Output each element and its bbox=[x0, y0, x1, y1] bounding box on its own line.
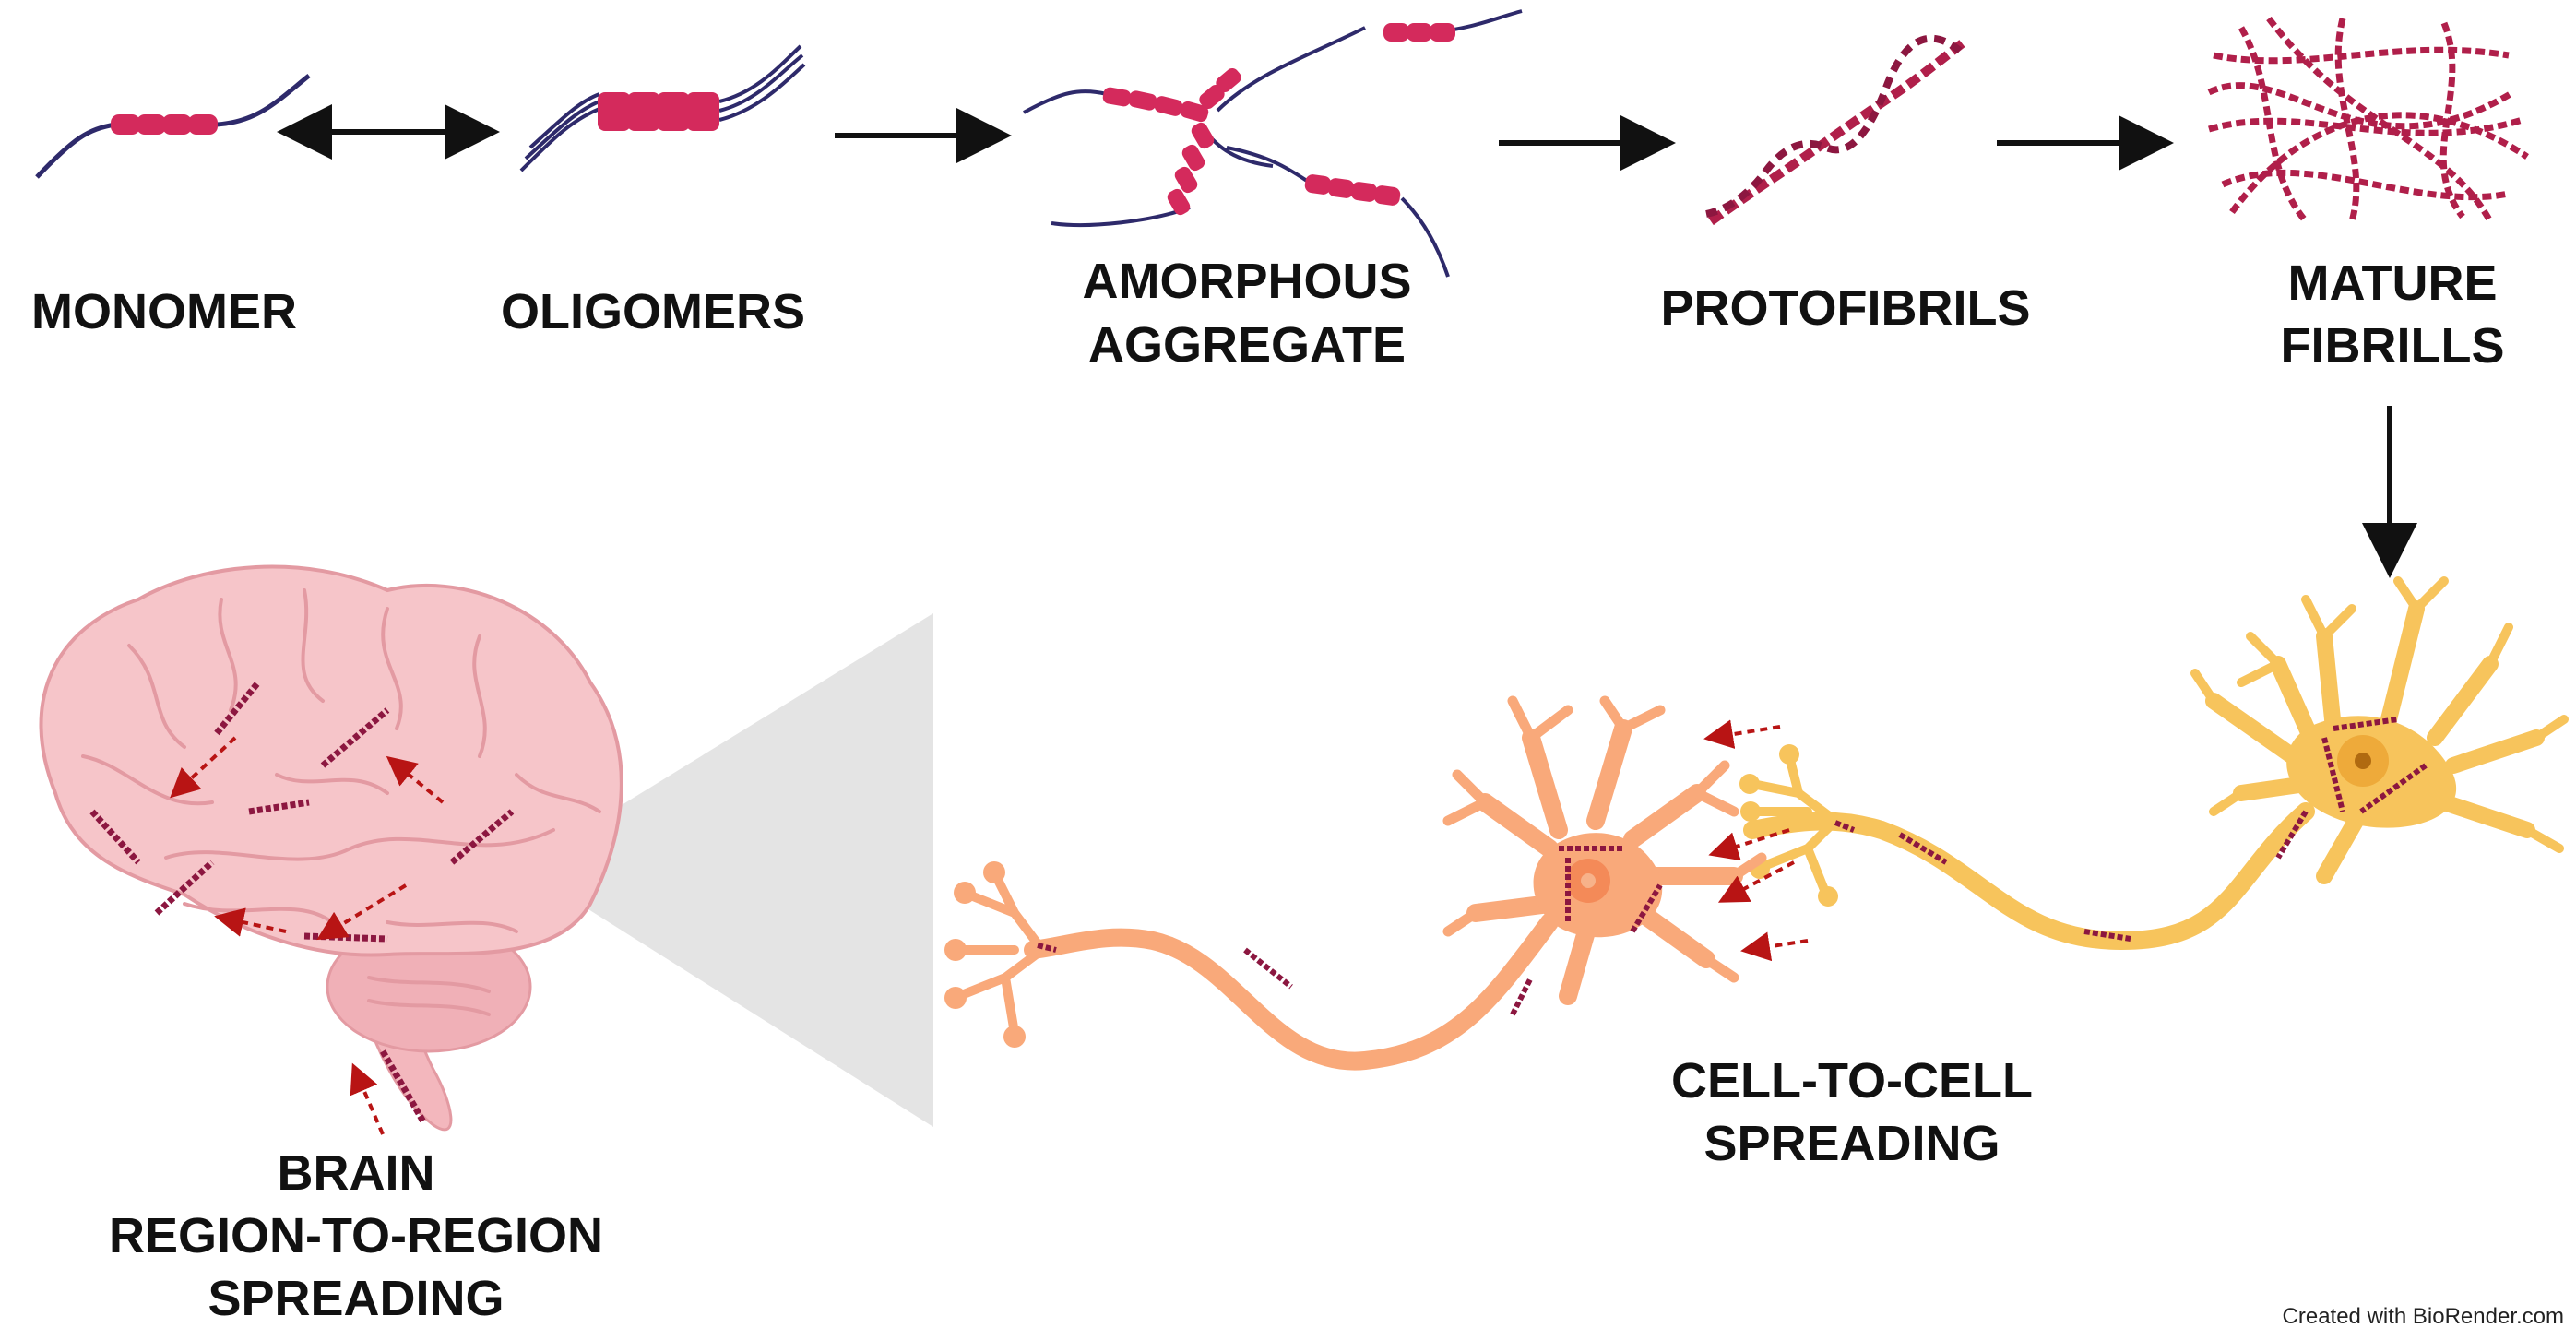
protofibrils-illustration bbox=[1705, 34, 1968, 226]
spread-arrows-cells bbox=[1703, 719, 1809, 962]
monomer-illustration bbox=[35, 74, 311, 179]
label-protofibrils: PROTOFIBRILS bbox=[1660, 280, 2030, 336]
mature-fibrills-illustration bbox=[2207, 16, 2529, 224]
brain-illustration bbox=[39, 564, 623, 1135]
label-cell-to-cell-line1: CELL-TO-CELL bbox=[1671, 1053, 2033, 1109]
neuron-right bbox=[1739, 576, 2569, 951]
oligomers-illustration bbox=[519, 44, 806, 172]
label-brain-line2: REGION-TO-REGION bbox=[109, 1208, 603, 1263]
label-brain-line1: BRAIN bbox=[278, 1145, 435, 1201]
label-mature-line1: MATURE bbox=[2288, 255, 2498, 311]
neuron-left bbox=[944, 695, 1767, 1071]
credit-text: Created with BioRender.com bbox=[2283, 1304, 2564, 1329]
label-oligomers: OLIGOMERS bbox=[501, 284, 805, 339]
label-cell-to-cell-line2: SPREADING bbox=[1703, 1116, 2000, 1171]
intracellular-fibrils bbox=[1037, 717, 2428, 1016]
amorphous-aggregate-illustration bbox=[1023, 9, 1523, 278]
label-brain-line3: SPREADING bbox=[208, 1271, 504, 1326]
label-amorphous-line2: AGGREGATE bbox=[1088, 317, 1406, 373]
label-amorphous-line1: AMORPHOUS bbox=[1082, 254, 1411, 309]
label-monomer: MONOMER bbox=[31, 284, 297, 339]
label-mature-line2: FIBRILLS bbox=[2281, 318, 2505, 374]
zoom-cone bbox=[521, 613, 933, 1127]
